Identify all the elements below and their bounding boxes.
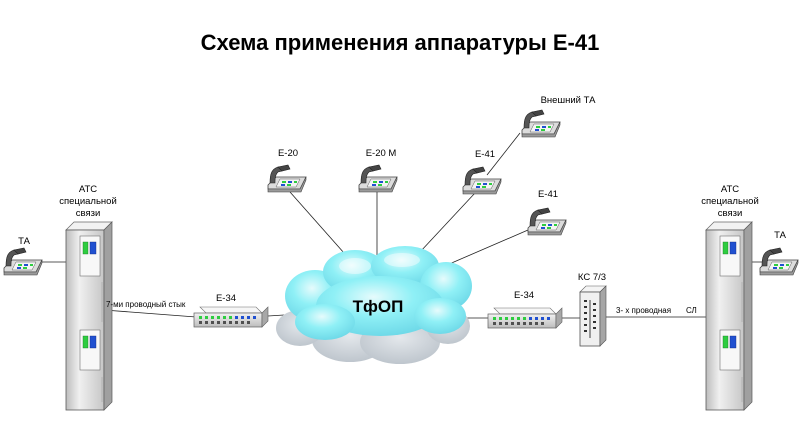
line-ats-left-to-e34 xyxy=(103,309,197,318)
right-exchange-label-line1: АТС xyxy=(721,184,739,195)
sl-link-label: СЛ xyxy=(686,306,697,315)
right-modem-e34-icon xyxy=(487,307,563,329)
left-exchange-label-line1: АТС xyxy=(79,184,97,195)
cloud-label: ТфОП xyxy=(353,297,404,316)
phone-e20-icon xyxy=(267,164,307,193)
phone-e20m-icon xyxy=(358,164,398,193)
left-phone-icon xyxy=(3,247,43,276)
phone-e41-bottom-label: Е-41 xyxy=(538,189,558,200)
phone-e41-top-label: Е-41 xyxy=(475,149,495,160)
ks-device-label: КС 7/3 xyxy=(578,272,606,283)
left-phone-label: ТА xyxy=(18,236,30,247)
right-exchange-label: АТС специальной связи xyxy=(701,184,759,219)
phone-e20m-label: Е-20 М xyxy=(366,148,397,159)
three-wire-link-label: 3- х проводная xyxy=(616,306,671,315)
left-exchange-rack xyxy=(65,221,113,411)
left-exchange-label-line3: связи xyxy=(76,208,101,219)
seven-wire-link-label: 7-ми проводный стык xyxy=(106,300,186,309)
line-e20-to-cloud xyxy=(289,191,353,263)
phone-external-label: Внешний ТА xyxy=(541,95,596,106)
left-modem-label: Е-34 xyxy=(216,293,236,304)
line-e41bottom-to-cloud xyxy=(439,229,529,269)
right-modem-label: Е-34 xyxy=(514,290,534,301)
line-e41top-to-cloud xyxy=(419,192,476,253)
right-phone-label: ТА xyxy=(774,230,786,241)
phone-e41-top-icon xyxy=(462,166,502,195)
right-exchange-label-line2: специальной xyxy=(701,196,759,207)
pstn-cloud: ТфОП xyxy=(276,246,472,364)
phone-e20-label: Е-20 xyxy=(278,148,298,159)
phone-e41-bottom-icon xyxy=(527,207,567,236)
line-external-to-e41 xyxy=(486,132,521,176)
left-modem-e34-icon xyxy=(193,306,269,328)
right-exchange-label-line3: связи xyxy=(718,208,743,219)
ks-device-icon xyxy=(579,285,607,347)
phone-external-icon xyxy=(521,109,561,138)
right-phone-icon xyxy=(759,247,799,276)
diagram-title: Схема применения аппаратуры Е-41 xyxy=(201,30,600,55)
right-exchange-rack xyxy=(705,221,753,411)
left-exchange-label-line2: специальной xyxy=(59,196,117,207)
left-exchange-label: АТС специальной связи xyxy=(59,184,117,219)
